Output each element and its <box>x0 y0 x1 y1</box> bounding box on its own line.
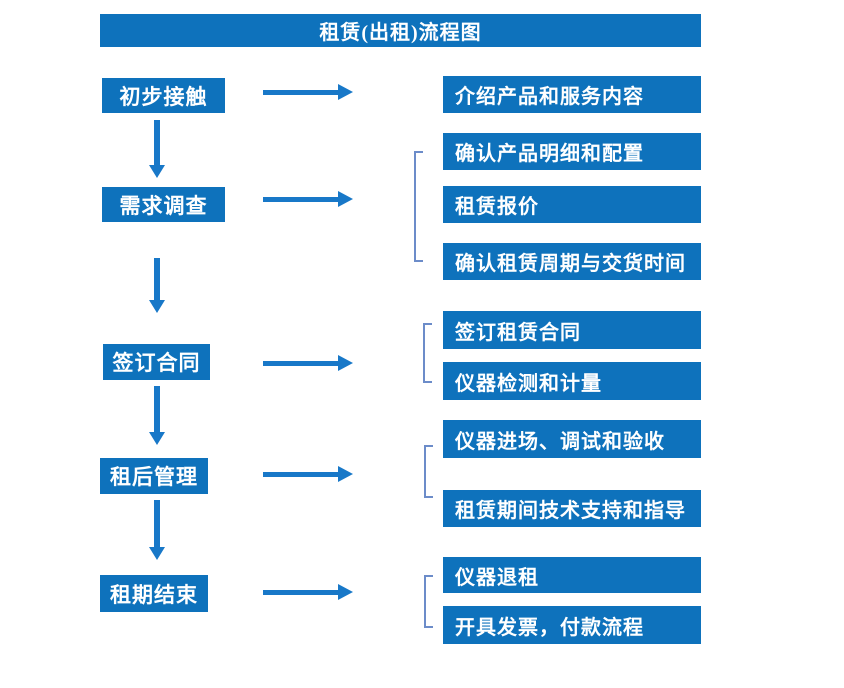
down-arrow-4-head-icon <box>149 547 165 560</box>
down-arrow-3-shaft <box>154 386 160 433</box>
stage-initial-contact: 初步接触 <box>102 78 225 113</box>
right-arrow-5 <box>263 584 353 600</box>
group-bracket-1 <box>414 151 423 262</box>
down-arrow-1-shaft <box>154 120 160 166</box>
right-arrow-2-shaft <box>263 196 339 202</box>
stage-demand-survey: 需求调查 <box>102 187 225 222</box>
right-arrow-4-head-icon <box>338 466 353 482</box>
right-arrow-4-shaft <box>263 471 339 477</box>
stage-sign-contract: 签订合同 <box>103 344 210 380</box>
right-arrow-5-head-icon <box>338 584 353 600</box>
right-arrow-1-head-icon <box>338 84 353 100</box>
down-arrow-2 <box>149 258 165 313</box>
right-arrow-2-head-icon <box>338 191 353 207</box>
stage-post-rental-management: 租后管理 <box>100 458 208 494</box>
detail-introduce-products-services: 介绍产品和服务内容 <box>443 76 701 113</box>
right-arrow-3 <box>263 355 353 371</box>
detail-confirm-product-config: 确认产品明细和配置 <box>443 133 701 170</box>
detail-instrument-inspection-metering: 仪器检测和计量 <box>443 362 701 400</box>
right-arrow-5-shaft <box>263 589 339 595</box>
stage-lease-end: 租期结束 <box>100 575 208 612</box>
down-arrow-4-shaft <box>154 500 160 548</box>
down-arrow-3-head-icon <box>149 432 165 445</box>
detail-rental-quote: 租赁报价 <box>443 186 701 223</box>
down-arrow-1 <box>149 120 165 178</box>
right-arrow-3-shaft <box>263 360 339 366</box>
right-arrow-4 <box>263 466 353 482</box>
down-arrow-4 <box>149 500 165 560</box>
right-arrow-3-head-icon <box>338 355 353 371</box>
right-arrow-1-shaft <box>263 89 339 95</box>
detail-instrument-return: 仪器退租 <box>443 557 701 593</box>
detail-confirm-period-delivery: 确认租赁周期与交货时间 <box>443 243 701 280</box>
detail-rental-tech-support: 租赁期间技术支持和指导 <box>443 490 701 527</box>
down-arrow-3 <box>149 386 165 445</box>
detail-sign-rental-contract: 签订租赁合同 <box>443 311 701 349</box>
group-bracket-4 <box>424 575 433 628</box>
detail-invoice-payment: 开具发票，付款流程 <box>443 606 701 644</box>
down-arrow-2-shaft <box>154 258 160 301</box>
flowchart-title: 租赁(出租)流程图 <box>100 14 701 47</box>
group-bracket-2 <box>423 323 432 383</box>
right-arrow-1 <box>263 84 353 100</box>
right-arrow-2 <box>263 191 353 207</box>
down-arrow-2-head-icon <box>149 300 165 313</box>
detail-instrument-setup-acceptance: 仪器进场、调试和验收 <box>443 420 701 458</box>
down-arrow-1-head-icon <box>149 165 165 178</box>
group-bracket-3 <box>424 445 433 498</box>
